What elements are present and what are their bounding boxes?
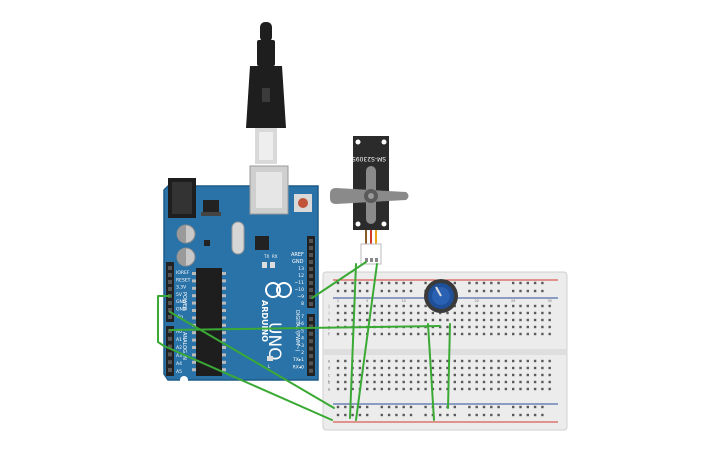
pin-label: A4 — [176, 361, 182, 367]
voltage-regulator — [203, 200, 219, 214]
gnd-label: GND — [292, 259, 304, 265]
pin-label: RX◂0 — [293, 364, 304, 370]
servo-motor[interactable]: SM-S2309S — [330, 136, 409, 265]
servo-label: SM-S2309S — [352, 155, 386, 162]
brand-label: ARDUINO — [260, 300, 269, 342]
digital-label: DIGITAL (PWM~) — [294, 310, 300, 352]
pin-label: A1 — [176, 337, 182, 343]
pin-label: 13 — [298, 266, 304, 272]
pin-label: ~11 — [295, 280, 305, 286]
analog-label: ANALOG IN — [181, 332, 187, 360]
rx-label: RX — [272, 254, 278, 259]
breadboard-row-label: i — [328, 311, 329, 316]
wire-pin9-servo-signal[interactable] — [311, 261, 367, 299]
pin-label: 3.3V — [176, 285, 187, 291]
pin-label: A3 — [176, 353, 182, 359]
pin-label: A5 — [176, 369, 182, 375]
wire-pot-ground[interactable] — [447, 323, 451, 409]
digital-header-bottom[interactable] — [307, 314, 315, 376]
wire-5v-rail[interactable] — [157, 295, 333, 421]
crystal — [231, 221, 245, 255]
power-label: POWER — [181, 292, 187, 311]
pin-label: GND — [176, 307, 187, 313]
aref-label: AREF — [291, 252, 304, 258]
breadboard-column-label: 5 — [366, 299, 368, 303]
breadboard-row-label: f — [328, 332, 330, 337]
wire-servo-power[interactable] — [355, 263, 378, 421]
breadboard-row-label: d — [328, 366, 331, 371]
breadboard-row-label: b — [328, 380, 331, 385]
breadboard-column-label: 20 — [474, 299, 478, 303]
pin-label: 12 — [298, 273, 304, 279]
usb-cable[interactable] — [246, 22, 286, 164]
led-l — [267, 356, 273, 361]
pin-label: RESET — [176, 277, 191, 283]
pin-label: GND — [176, 299, 187, 305]
pin-label: A0 — [176, 329, 182, 335]
pin-label: 2 — [301, 350, 304, 356]
usb-chip — [255, 236, 269, 250]
pin-label: 7 — [301, 314, 304, 320]
breadboard-column-label: 30 — [547, 299, 551, 303]
breadboard-row-label: h — [328, 318, 331, 323]
breadboard-row-label: j — [327, 304, 329, 309]
l-label: L — [268, 364, 271, 369]
breadboard-row-label: e — [328, 359, 331, 364]
arduino-uno-board[interactable]: TX RX ARDUINO UNO DIGITAL (PWM~) POWER A… — [163, 165, 319, 384]
pin-label: 8 — [301, 301, 304, 307]
wires[interactable] — [157, 261, 451, 421]
atmega-chip — [196, 268, 222, 376]
led-rx — [270, 262, 275, 268]
pin-label: TX▸1 — [292, 357, 304, 363]
led-tx — [262, 262, 267, 268]
pin-label: 4 — [301, 336, 304, 342]
breadboard-row-label: c — [328, 373, 330, 378]
wire-gnd-rail[interactable] — [169, 311, 335, 409]
wire-a0-pot[interactable] — [169, 325, 441, 331]
pin-label: IOREF — [176, 270, 190, 276]
pin-label: ~9 — [297, 294, 304, 300]
breadboard-column-label: 25 — [511, 299, 515, 303]
model-label: UNO — [264, 322, 284, 361]
pin-label: ~10 — [295, 287, 305, 293]
pin-label: ~3 — [297, 343, 304, 349]
wire-pot-power[interactable] — [427, 323, 435, 421]
breadboard-row-label: a — [328, 387, 331, 392]
breadboard-column-label: 1 — [337, 299, 339, 303]
analog-header[interactable] — [166, 326, 174, 376]
power-header[interactable] — [166, 262, 174, 322]
pin-label: ~6 — [297, 321, 304, 327]
tx-label: TX — [263, 254, 269, 259]
potentiometer[interactable] — [424, 279, 458, 313]
center-channel — [323, 349, 567, 355]
pin-label: ~5 — [297, 328, 304, 334]
breadboard-column-label: 10 — [401, 299, 405, 303]
pin-label: 5V — [176, 292, 183, 298]
digital-header-top[interactable] — [307, 236, 315, 308]
wire-servo-ground[interactable] — [349, 263, 357, 419]
pin-label: A2 — [176, 345, 182, 351]
arduino-logo — [265, 282, 292, 298]
